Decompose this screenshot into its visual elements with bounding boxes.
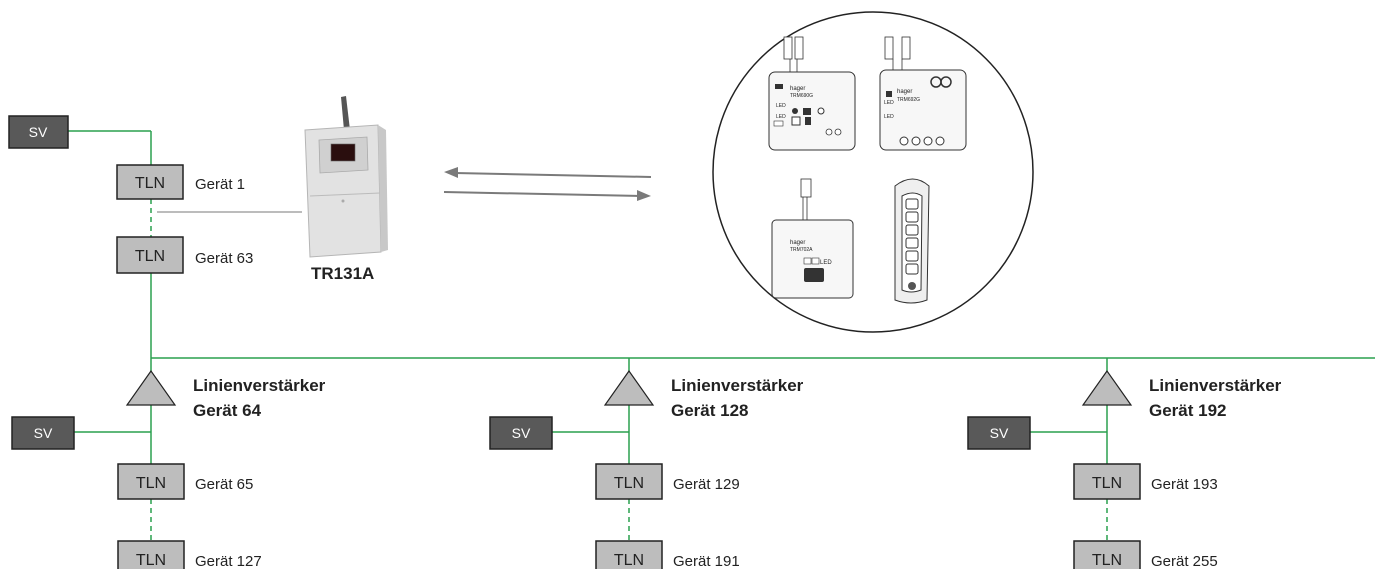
tln-box — [1073, 463, 1141, 500]
module-brand: hager — [790, 86, 805, 92]
top-segment: SV TLN Gerät 1 TLN Gerät 63 — [8, 115, 1375, 359]
device-label: Gerät 255 — [1151, 553, 1218, 569]
arrowhead — [444, 167, 458, 178]
amplifier-device-label: Gerät 192 — [1149, 401, 1227, 420]
device-label: Gerät 65 — [195, 476, 253, 493]
amplifier-device-label: Gerät 128 — [671, 401, 749, 420]
hager-modules-icon: hager TRM690G LED LED hager TRM692G — [712, 11, 1034, 333]
amplifier-triangle-icon — [603, 369, 655, 406]
arrow-left-icon — [454, 172, 652, 178]
tln-label: TLN — [1092, 552, 1122, 569]
sv-box — [967, 416, 1031, 450]
tln-label: TLN — [135, 175, 165, 192]
sv-box — [489, 416, 553, 450]
device-label: Gerät 129 — [673, 476, 740, 493]
sv-label: SV — [29, 124, 48, 140]
data-exchange-arrows — [443, 167, 652, 201]
amplifier-device-label: Gerät 64 — [193, 401, 262, 420]
tln-box — [116, 164, 184, 200]
tln-label: TLN — [135, 248, 165, 265]
sv-label: SV — [512, 425, 531, 441]
module-model: TRM690G — [790, 93, 813, 99]
amplifier-triangle-icon — [125, 369, 177, 406]
device-label: Gerät 127 — [195, 553, 262, 569]
gateway-label: TR131A — [311, 264, 374, 283]
tln-label: TLN — [136, 475, 166, 492]
tln-box — [117, 463, 185, 500]
svg-text:LED: LED — [884, 100, 894, 106]
svg-text:LED: LED — [884, 114, 894, 120]
sv-label: SV — [34, 425, 53, 441]
tln-box — [1073, 540, 1141, 569]
tln-box — [595, 540, 663, 569]
tln-label: TLN — [1092, 475, 1122, 492]
amplifier-triangle-icon — [1081, 369, 1133, 406]
device-label: Gerät 63 — [195, 250, 253, 267]
tln-label: TLN — [614, 475, 644, 492]
arrow-right-icon — [443, 191, 641, 197]
remote-control — [894, 178, 930, 304]
sv-box — [8, 115, 69, 149]
module-brand: hager — [790, 240, 805, 246]
module-model: TRM702A — [790, 247, 813, 253]
sv-label: SV — [990, 425, 1009, 441]
tln-box — [117, 540, 185, 569]
radio-transmitter-icon — [304, 96, 388, 258]
sv-box — [11, 416, 75, 450]
amplifier-title: Linienverstärker — [1149, 376, 1282, 395]
device-label: Gerät 193 — [1151, 476, 1218, 493]
module-trm690g: hager TRM690G LED LED — [768, 36, 856, 151]
led-label: LED — [820, 260, 832, 266]
module-brand: hager — [897, 89, 912, 95]
module-trm702a: hager TRM702A LED — [771, 178, 854, 299]
svg-text:LED: LED — [776, 103, 786, 109]
tln-box — [595, 463, 663, 500]
amplifier-title: Linienverstärker — [671, 376, 804, 395]
device-label: Gerät 191 — [673, 553, 740, 569]
tln-label: TLN — [136, 552, 166, 569]
device-label: Gerät 1 — [195, 176, 245, 193]
tln-box — [116, 236, 184, 274]
amplifier-title: Linienverstärker — [193, 376, 326, 395]
tln-label: TLN — [614, 552, 644, 569]
svg-text:LED: LED — [776, 114, 786, 120]
module-model: TRM692G — [897, 97, 920, 103]
arrowhead — [637, 190, 651, 201]
module-trm692g: hager TRM692G LED LED — [879, 36, 967, 151]
